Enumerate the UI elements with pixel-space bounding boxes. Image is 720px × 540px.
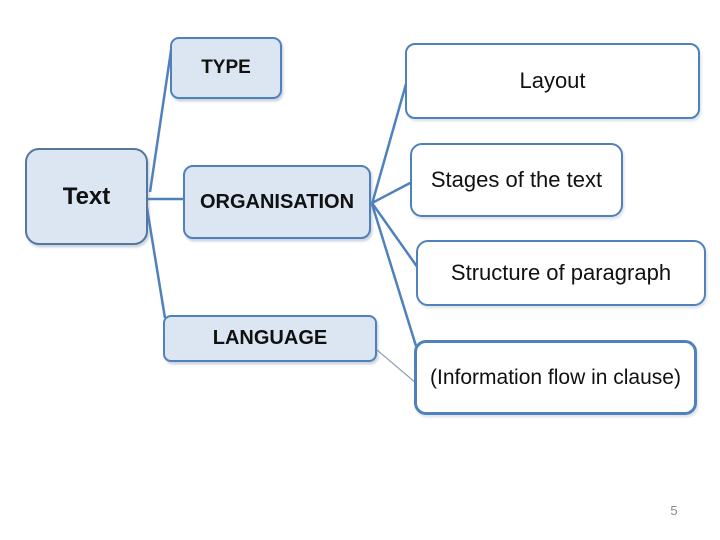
node-stages-of-the-text: Stages of the text [410,143,623,217]
node-type-label: TYPE [201,57,251,78]
node-organisation-label: ORGANISATION [199,190,355,213]
connector-text-type [148,43,174,193]
node-text: Text [25,148,148,245]
node-language: LANGUAGE [163,315,377,362]
connector-language-information-flow [376,349,417,384]
node-text-label: Text [62,182,111,210]
connector-organisation-information-flow [370,203,418,347]
node-layout-label: Layout [519,68,586,93]
node-information-flow-label: (Information flow in clause) [430,365,681,389]
node-language-label: LANGUAGE [212,327,328,349]
node-layout: Layout [405,43,700,119]
slide-page-number: 5 [670,503,678,518]
connector-text-language [145,207,167,319]
connector-organisation-structure [370,202,420,269]
node-structure-of-paragraph: Structure of paragraph [416,240,706,306]
connector-organisation-stages [371,180,413,205]
connector-organisation-layout [370,83,408,205]
node-type: TYPE [170,37,282,99]
node-stages-label: Stages of the text [430,167,603,192]
node-structure-label: Structure of paragraph [450,260,672,285]
node-information-flow-in-clause: (Information flow in clause) [414,340,697,415]
node-organisation: ORGANISATION [183,165,371,239]
